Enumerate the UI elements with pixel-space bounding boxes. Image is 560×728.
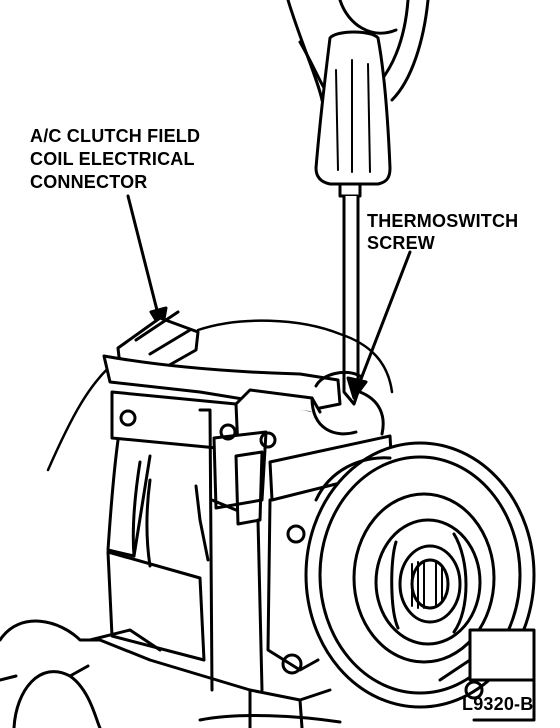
thermoswitch-leader-line bbox=[354, 250, 412, 394]
compressor-body bbox=[102, 354, 394, 692]
mounting-bracket bbox=[0, 619, 536, 728]
screwdriver bbox=[314, 30, 392, 406]
thermoswitch-screw-label-line-2: SCREW bbox=[367, 233, 435, 253]
clutch-connector-label-line-3: CONNECTOR bbox=[30, 172, 148, 192]
figure-id: L9320-B bbox=[462, 694, 534, 714]
clutch-connector-label-line-2: COIL ELECTRICAL bbox=[30, 149, 195, 169]
thermoswitch-screw-label: THERMOSWITCH SCREW bbox=[367, 211, 518, 255]
connector-leader-line bbox=[126, 194, 162, 324]
thermoswitch-screw-label-line-1: THERMOSWITCH bbox=[367, 211, 519, 231]
clutch-connector-label-line-1: A/C CLUTCH FIELD bbox=[30, 126, 201, 146]
thermoswitch-leader-arrow bbox=[346, 376, 368, 400]
clutch-connector-label: A/C CLUTCH FIELD COIL ELECTRICAL CONNECT… bbox=[30, 126, 200, 195]
